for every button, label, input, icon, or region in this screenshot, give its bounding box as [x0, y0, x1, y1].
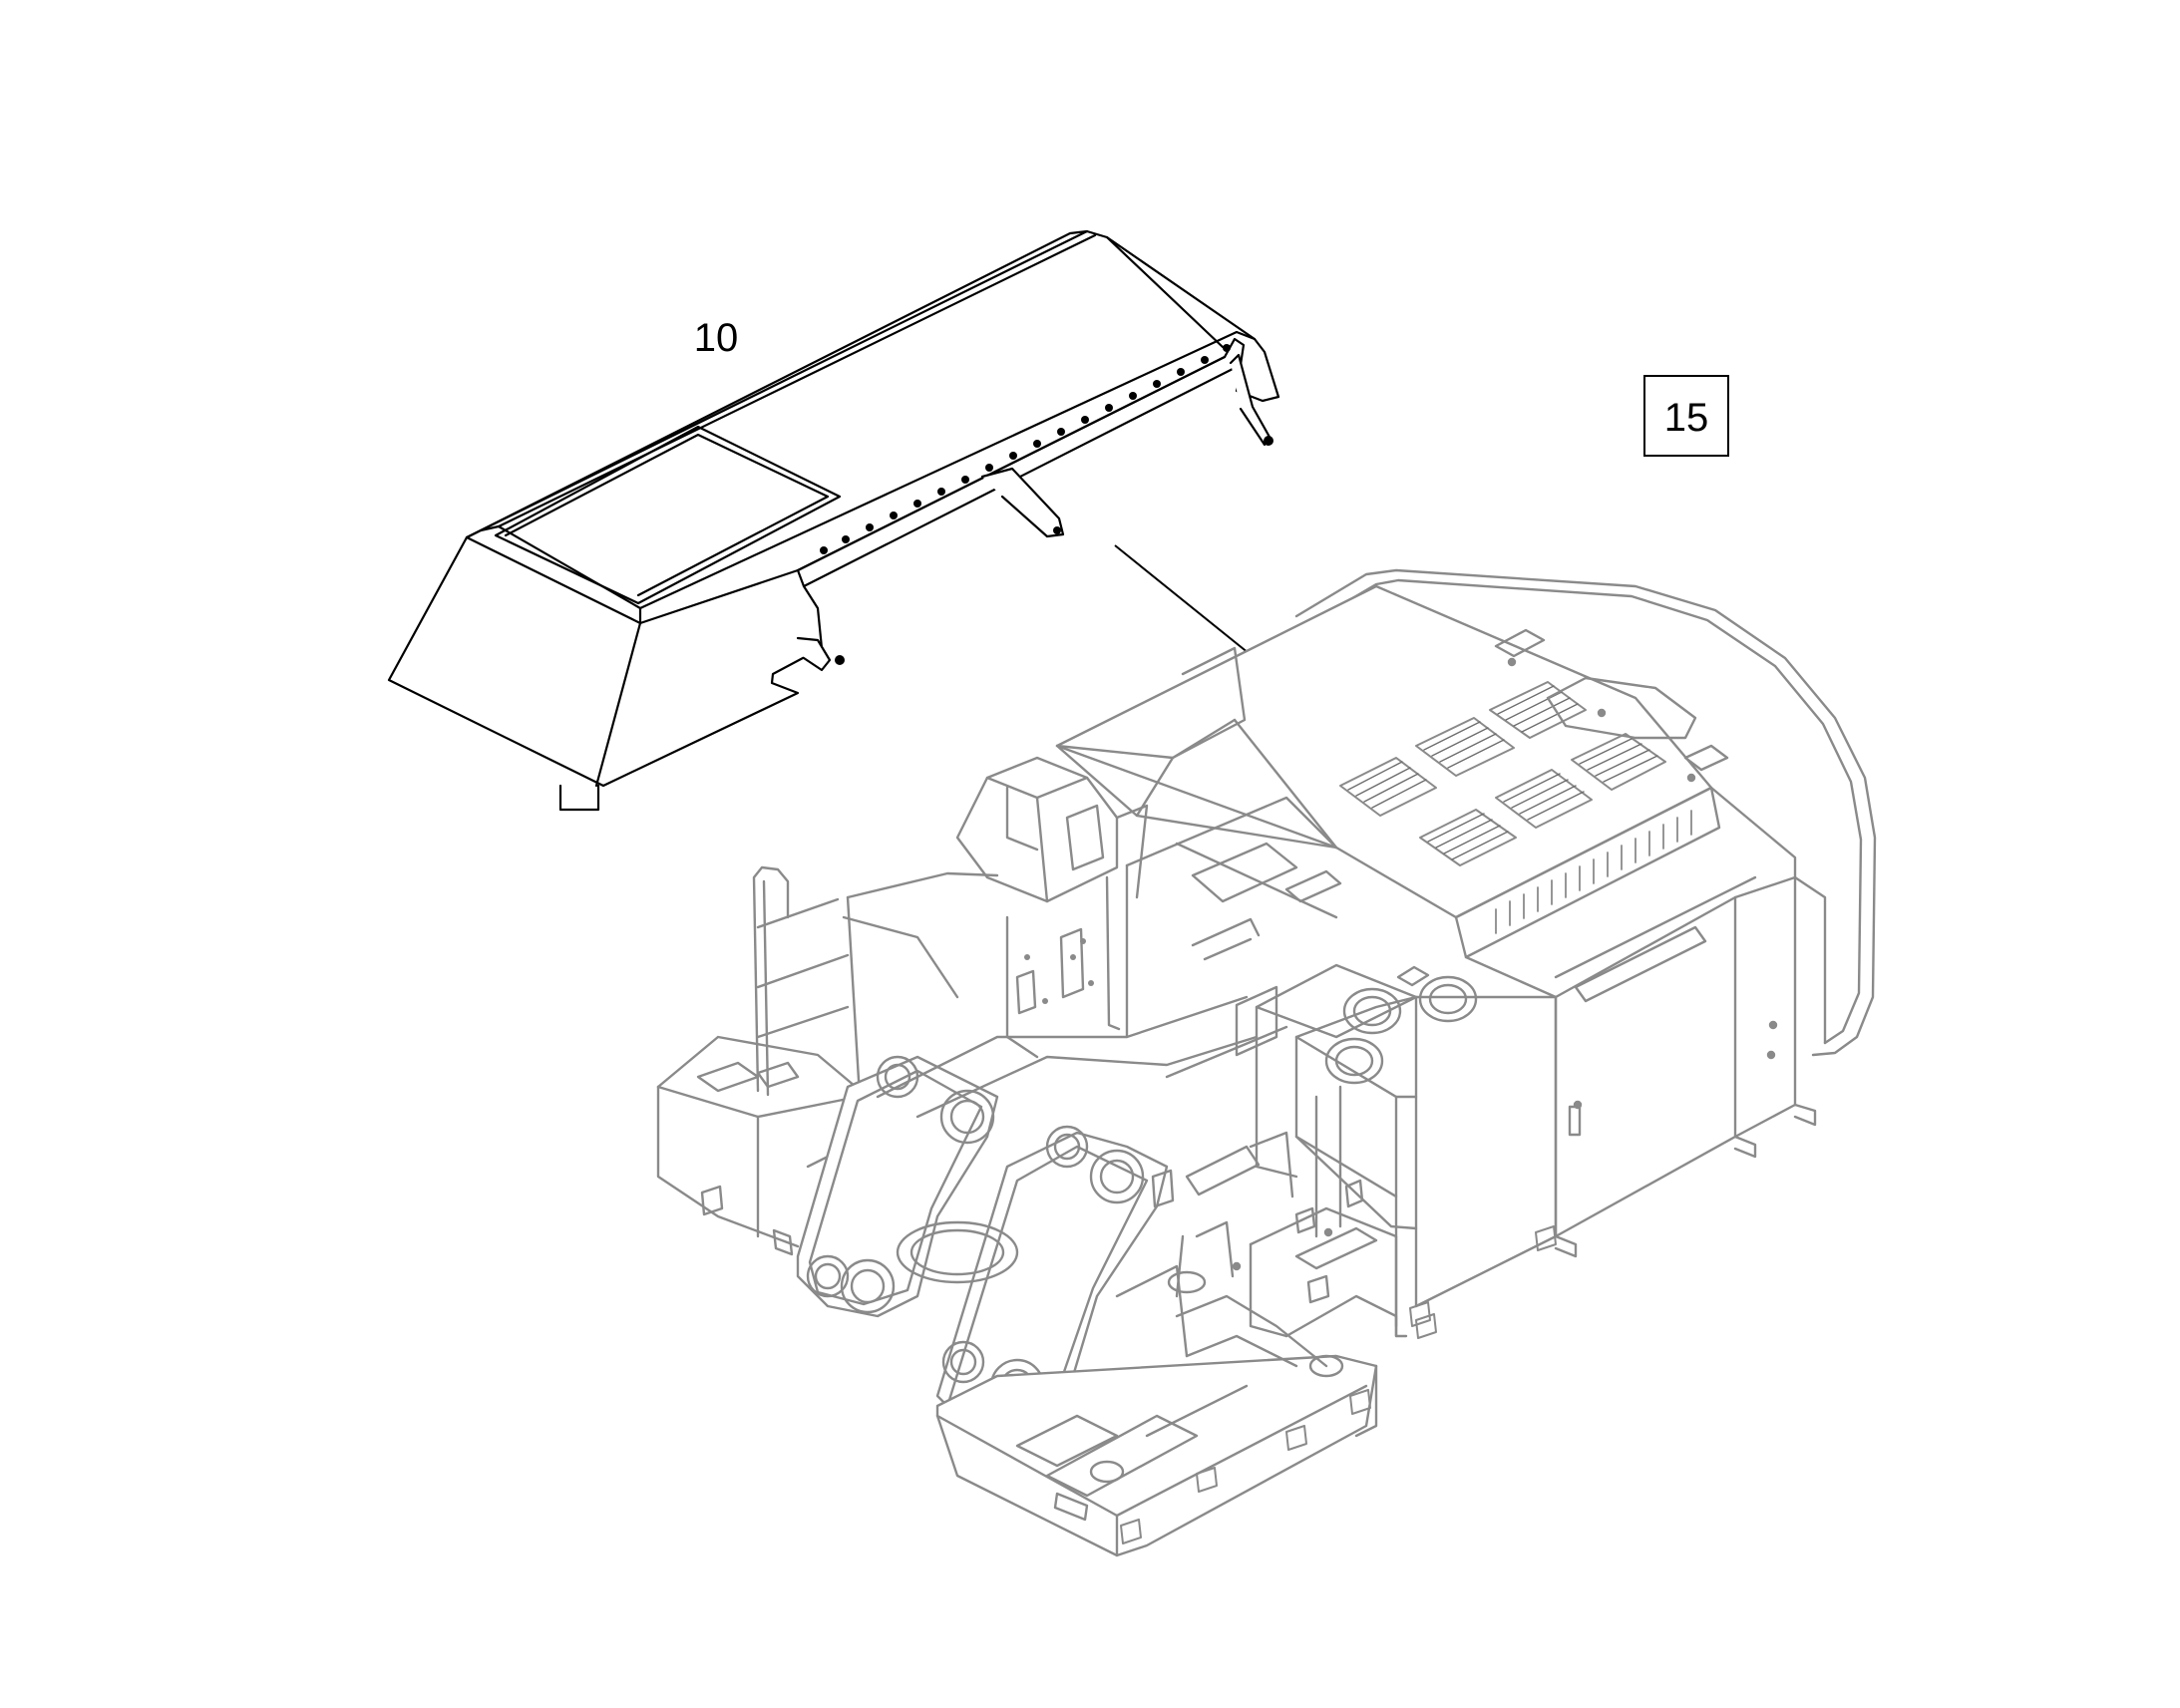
excavator-upper-frame-icon [656, 568, 1877, 1557]
mounting-holes [820, 344, 1273, 665]
part-callout-number: 10 [694, 316, 739, 360]
figure-callout-box: 15 [1643, 375, 1729, 457]
engine-hood-cover-icon[interactable] [387, 229, 1280, 812]
figure-callout-number: 15 [1664, 396, 1709, 440]
